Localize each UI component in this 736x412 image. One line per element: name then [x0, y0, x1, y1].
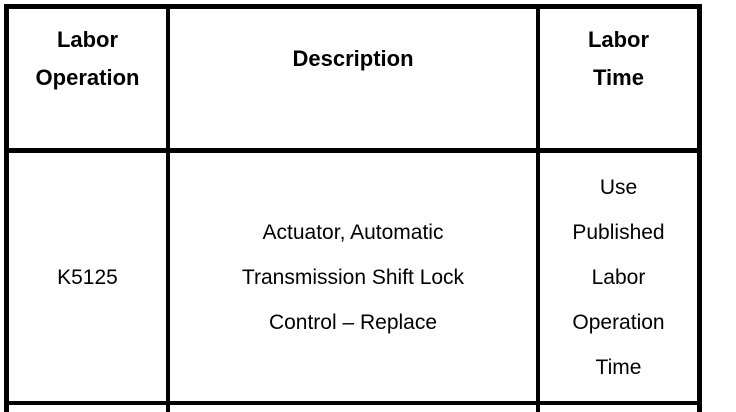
cutoff-cell-description — [170, 405, 540, 412]
labor-time-text: Use Published Labor Operation Time — [572, 175, 665, 379]
description-text: Actuator, Automatic Transmission Shift L… — [241, 220, 465, 334]
labor-operation-code: K5125 — [57, 265, 118, 289]
header-cell-description: Description — [170, 9, 540, 148]
cell-labor-operation-code: K5125 — [9, 153, 170, 401]
table-next-row-cutoff — [9, 405, 697, 412]
header-cell-labor-time: Labor Time — [540, 9, 697, 148]
header-labor-time-label: Labor Time — [587, 27, 650, 90]
header-cell-labor-operation: Labor Operation — [9, 9, 170, 148]
table-row: K5125 Actuator, Automatic Transmission S… — [9, 153, 697, 405]
table-header-row: Labor Operation Description Labor Time — [9, 9, 697, 153]
labor-operation-table: Labor Operation Description Labor Time K… — [4, 4, 702, 412]
cell-labor-time: Use Published Labor Operation Time — [540, 153, 697, 401]
cutoff-cell-labor-time — [540, 405, 697, 412]
cutoff-cell-labor-operation — [9, 405, 170, 412]
header-labor-operation-label: Labor Operation — [35, 27, 140, 90]
header-description-label: Description — [292, 46, 414, 71]
cell-description: Actuator, Automatic Transmission Shift L… — [170, 153, 540, 401]
